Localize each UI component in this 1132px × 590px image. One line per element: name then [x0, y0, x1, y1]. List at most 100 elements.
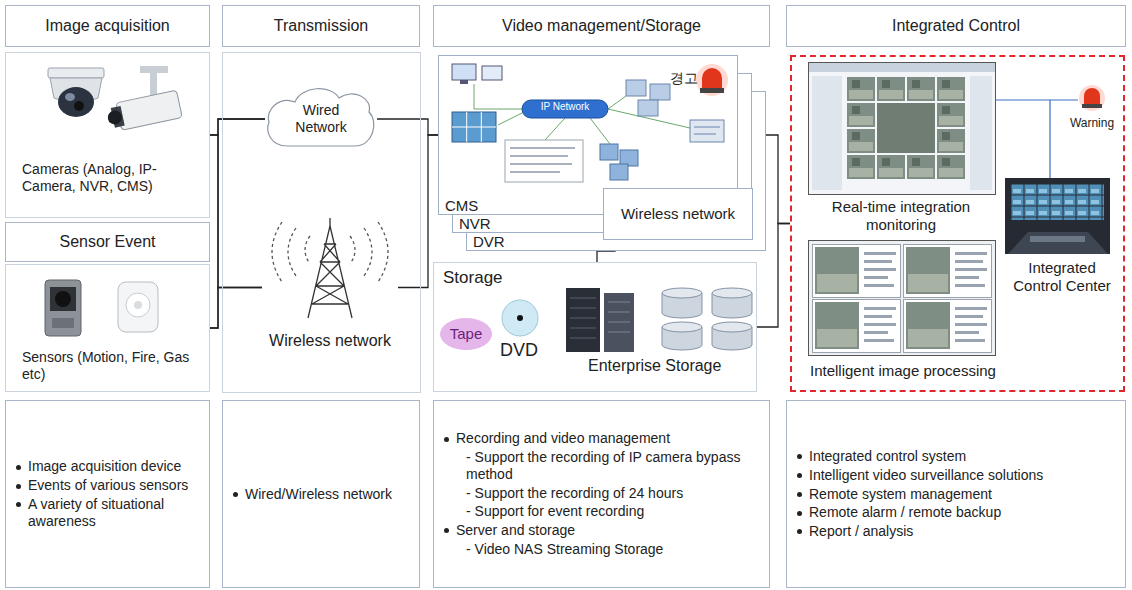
radio-tower [272, 222, 282, 282]
connector-line [210, 119, 265, 328]
network-illustration [626, 80, 646, 96]
feature-list: Wired/Wireless network [222, 400, 420, 588]
column-header: Integrated Control [786, 5, 1126, 47]
network-illustration [474, 84, 530, 109]
node-text: DVR [473, 233, 553, 251]
part-label: 경고 [664, 70, 704, 87]
warning-light [702, 68, 722, 88]
network-illustration [545, 118, 565, 140]
warning-light [700, 88, 724, 93]
control-center-photo [1011, 184, 1104, 220]
list-item: - Support for event recording [456, 503, 761, 520]
text-slot: Intelligent image processing [810, 362, 1060, 380]
network-illustration [452, 64, 476, 80]
network-cloud: Wired Network [265, 82, 377, 156]
monitoring-screenshot [809, 63, 996, 195]
list-item: - Support the recording of IP camera byp… [456, 449, 761, 483]
network-illustration [522, 100, 608, 118]
box-camera [105, 90, 182, 133]
dome-camera [65, 93, 75, 101]
connector-line [398, 135, 438, 288]
smoke-sensor [118, 282, 158, 332]
network-illustration [600, 144, 618, 160]
tape-media: Tape [440, 318, 492, 350]
smoke-sensor [134, 301, 142, 309]
monitoring-screenshot [876, 102, 936, 154]
list-item: Intelligent video surveillance solutions [809, 467, 1117, 484]
analysis-screenshot [904, 245, 992, 298]
motion-sensor [50, 287, 76, 311]
node-text: Sensor Event [59, 232, 155, 251]
dvd-disc [502, 300, 538, 336]
radio-tower [378, 222, 388, 282]
list-item: Events of various sensors [28, 477, 201, 494]
sensor-panel: Sensors (Motion, Fire, Gas etc) [5, 264, 210, 392]
server-racks [566, 288, 600, 352]
network-illustration [452, 64, 724, 182]
box-camera [150, 70, 157, 96]
radio-tower [272, 222, 388, 282]
list-item: Recording and video management [456, 430, 761, 447]
node-text: CMS [445, 197, 525, 215]
dvd-disc [517, 315, 523, 321]
radio-tower [364, 228, 372, 276]
network-illustration [608, 96, 626, 109]
motion-sensor [45, 280, 81, 336]
server-racks [566, 288, 634, 352]
radio-tower [272, 218, 388, 318]
node-text: Video management/Storage [502, 16, 701, 35]
node-text: Cameras (Analog, IP-Camera, NVR, CMS) [22, 161, 204, 195]
radio-tower [350, 236, 355, 264]
dvd-disc [502, 300, 538, 336]
warning-light [1079, 85, 1105, 111]
control-center-photo [1008, 232, 1108, 254]
analysis-screenshot [809, 241, 996, 356]
label-slot: 경고 [664, 70, 704, 87]
text-slot: Real-time integration monitoring [806, 198, 996, 234]
network-illustration [452, 112, 496, 142]
feature-list: Image acquisition deviceEvents of variou… [5, 400, 210, 588]
node-text: Integrated Control [892, 16, 1020, 35]
text-slot: Sensors (Motion, Fire, Gas etc) [22, 349, 204, 383]
column-header: Image acquisition [5, 5, 210, 47]
smoke-sensor [118, 282, 158, 332]
warning-light [1079, 85, 1105, 111]
disk-arrays [662, 288, 752, 350]
network-illustration [650, 84, 670, 100]
list-item: Integrated control system [809, 448, 1117, 465]
analysis-screenshot [813, 245, 901, 298]
node-text: Storage [443, 268, 563, 288]
text-slot: DVR [473, 233, 553, 251]
analysis-screenshot [809, 241, 996, 356]
monitoring-screenshot [809, 63, 995, 72]
network-illustration [452, 112, 496, 142]
connector-line [377, 119, 438, 135]
warning-light [1082, 104, 1102, 108]
text-slot: Cameras (Analog, IP-Camera, NVR, CMS) [22, 161, 204, 195]
part-label: Enterprise Storage [588, 356, 748, 375]
monitoring-screenshot [812, 76, 842, 190]
node-text: NVR [459, 215, 539, 233]
list-item: A variety of situational awareness [28, 496, 201, 530]
network-illustration [460, 80, 468, 84]
node-text: Image acquisition [45, 16, 170, 35]
warning-light [696, 64, 728, 96]
server-racks [570, 298, 596, 338]
dome-camera [58, 87, 94, 117]
disk-arrays [662, 288, 702, 298]
connector-line [210, 288, 262, 329]
node-text: Intelligent image processing [810, 362, 1060, 380]
network-illustration [474, 84, 690, 144]
dome-camera [48, 68, 104, 117]
dome-camera [48, 68, 104, 78]
text-slot: Warning [1062, 116, 1122, 130]
text-slot: Integrated Control Center [1002, 259, 1122, 295]
node-text: Integrated Control Center [1002, 259, 1122, 295]
link-line [995, 100, 1078, 178]
node-text: Real-time integration monitoring [806, 198, 996, 234]
label-slot: Enterprise Storage [588, 356, 748, 375]
list-item: - Support the recording of 24 hours [456, 485, 761, 502]
text-slot: Storage [443, 268, 563, 288]
radio-tower [308, 226, 352, 318]
part-label: DVD [500, 340, 560, 362]
